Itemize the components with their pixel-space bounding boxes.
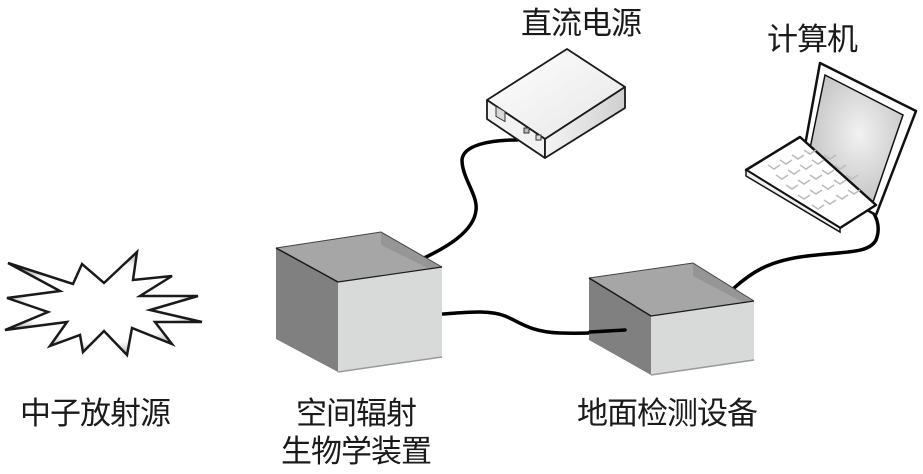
laptop-keyboard (767, 149, 861, 210)
power-supply-button-1 (523, 127, 530, 134)
bio-device-label-line2: 生物学装置 (281, 434, 432, 470)
power-supply-icon (486, 48, 626, 159)
power-supply-button-2 (535, 134, 542, 141)
bio-device-inner-back (381, 232, 442, 275)
bio-device-left-side (276, 248, 338, 372)
ground-equipment-label: 地面检测设备 (577, 396, 758, 432)
power-supply-right-side (544, 86, 626, 159)
dc-power-label: 直流电源 (521, 6, 642, 42)
computer-label: 计算机 (767, 22, 858, 58)
open-box-icon (275, 231, 443, 373)
neutron-source-label: 中子放射源 (20, 396, 171, 432)
power-supply-display (495, 105, 506, 123)
neutron-source-starburst (4, 248, 203, 358)
ground-equipment-left-side (589, 278, 651, 375)
laptop-icon (744, 61, 918, 234)
cable-ground-equipment-to-computer (732, 210, 880, 290)
starburst-icon (4, 248, 203, 358)
bio-device-rim (275, 231, 443, 268)
open-box-icon (588, 262, 755, 376)
laptop-base-front (745, 168, 841, 234)
bio-device-front (338, 267, 442, 372)
cable-power-to-bio-device (422, 138, 519, 260)
ground-equipment-inner-back (693, 263, 754, 308)
bio-device-label-line1: 空间辐射 (296, 396, 417, 432)
ground-equipment-front (651, 301, 754, 375)
